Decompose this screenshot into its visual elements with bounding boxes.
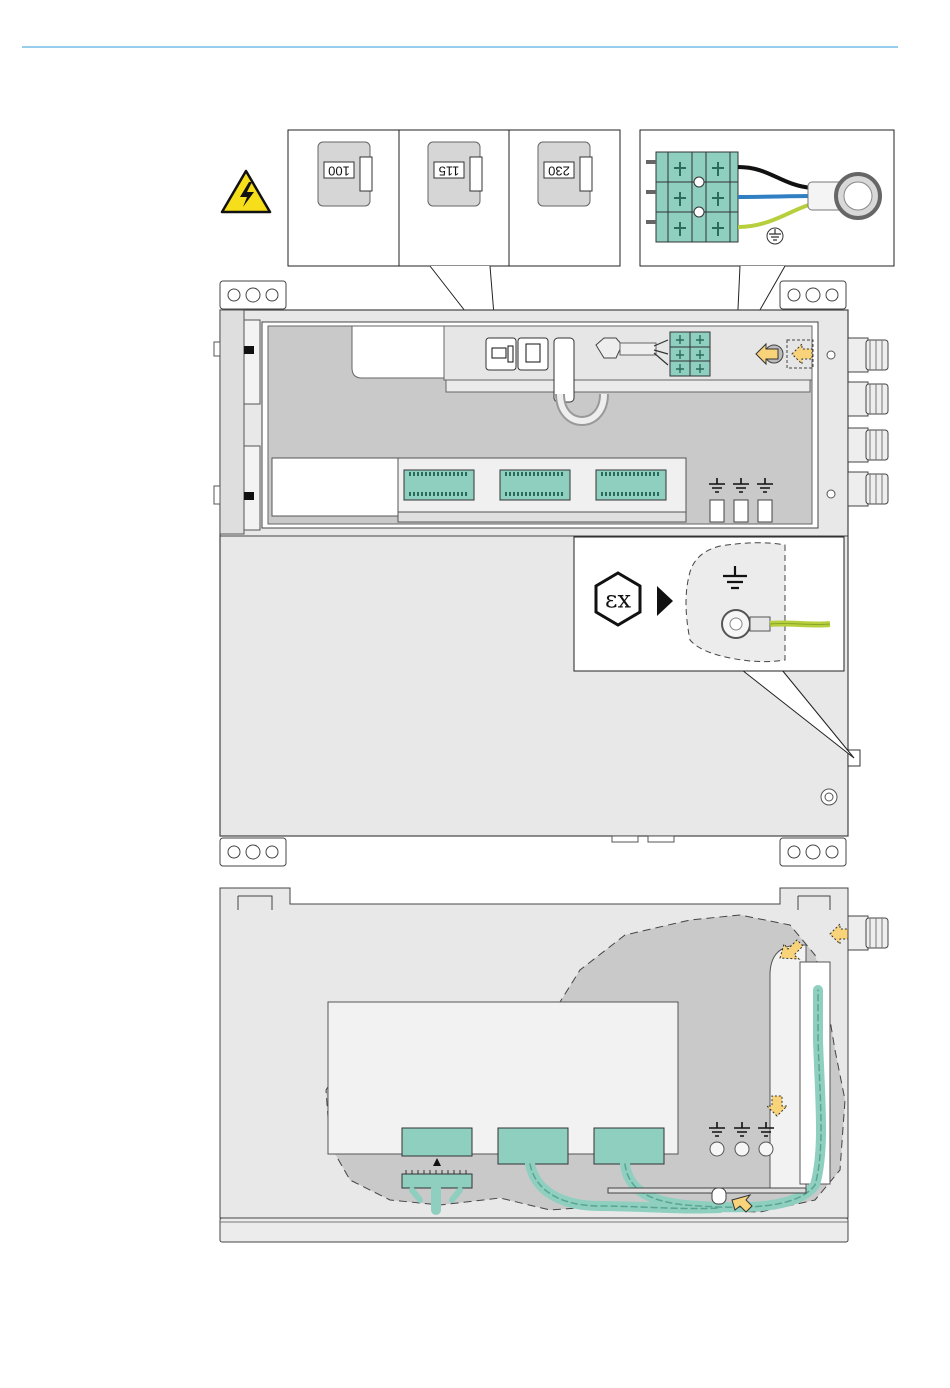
voltage-label-230: 230 xyxy=(548,164,570,179)
front-screw xyxy=(821,789,837,805)
voltage-option-115: 115 xyxy=(428,142,482,206)
side-signal-connector-3 xyxy=(594,1128,664,1164)
svg-text:εx: εx xyxy=(605,586,631,614)
voltage-option-230: 230 xyxy=(538,142,592,206)
terminal-block-small xyxy=(670,332,710,376)
side-signal-connector-2 xyxy=(498,1128,568,1164)
voltage-option-100: 100 xyxy=(318,142,372,206)
fuse-holder xyxy=(554,338,574,402)
ex-explosion-protection-icon: εx xyxy=(596,573,640,625)
ground-terminals xyxy=(709,478,773,522)
terminal-block-large xyxy=(646,152,738,242)
ex-ground-callout: εx xyxy=(574,537,844,671)
enclosure-side-view xyxy=(220,888,888,1242)
signal-terminal-1 xyxy=(404,470,474,500)
hinge-left-panel xyxy=(220,310,244,534)
power-terminal-callout xyxy=(640,130,894,266)
voltage-selector-callout: 100 115 230 xyxy=(288,130,620,266)
hinge-left-1 xyxy=(244,346,254,354)
ground-symbol-icon xyxy=(767,228,783,244)
mounting-bracket-bottom-right xyxy=(780,838,846,866)
side-view-cable-gland xyxy=(848,916,888,950)
mounting-bracket-bottom-left xyxy=(220,838,286,866)
hinge-left-2 xyxy=(244,492,254,500)
high-voltage-warning-icon xyxy=(222,171,270,212)
signal-terminal-3 xyxy=(596,470,666,500)
voltage-label-115: 115 xyxy=(439,164,460,179)
signal-terminal-2 xyxy=(500,470,570,500)
wire-blue xyxy=(738,196,812,197)
mounting-bracket-top-right xyxy=(780,281,846,309)
voltage-label-100: 100 xyxy=(328,164,350,179)
side-cable-glands xyxy=(848,338,888,506)
mounting-bracket-top-left xyxy=(220,281,286,309)
